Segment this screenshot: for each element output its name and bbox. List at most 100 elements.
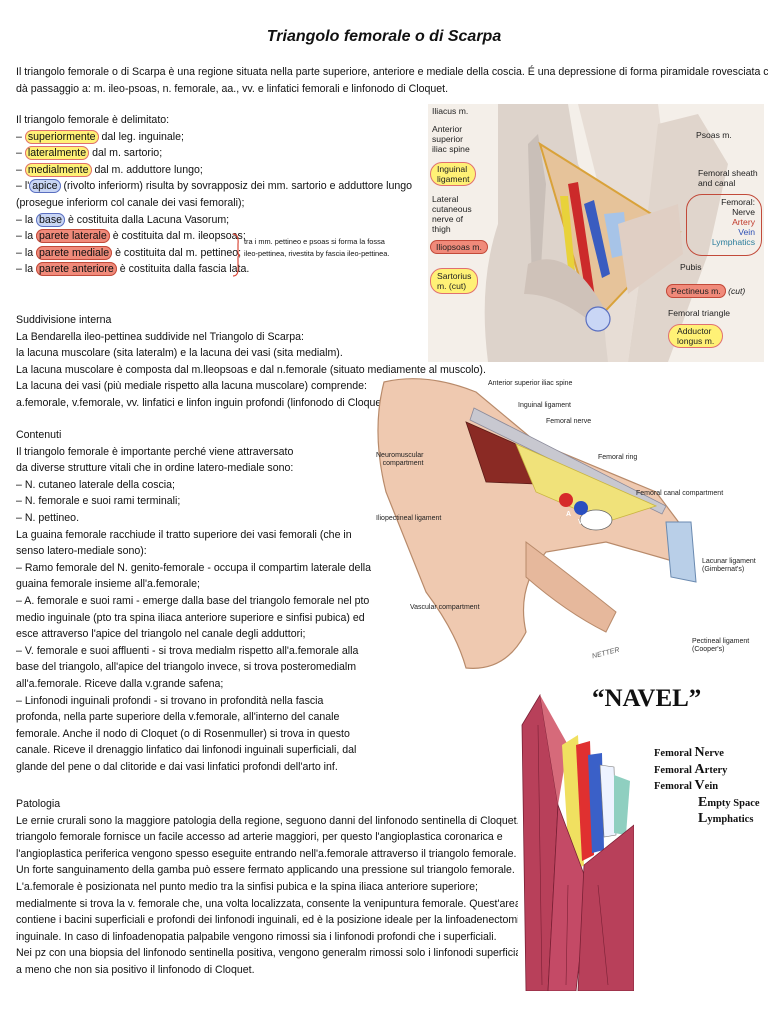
highlighted-term: superiormente	[24, 129, 99, 144]
text-line: La Bendarella ileo-pettinea suddivide ne…	[16, 330, 304, 343]
intro-paragraph: Il triangolo femorale o di Scarpa è una …	[16, 64, 768, 97]
section-heading: Il triangolo femorale è delimitato:	[16, 114, 170, 126]
intro-line: dà passaggio a: m. ileo-psoas, n. femora…	[16, 82, 449, 95]
vein-tag: V	[578, 519, 583, 526]
label-iliopsoas: Iliopsoas m.	[430, 240, 488, 254]
text-line: – Ramo femorale del N. genito-femorale -…	[16, 561, 372, 574]
highlighted-term: parete mediale	[36, 245, 113, 260]
text-line: canale. Riceve il drenaggio linfatico da…	[16, 744, 357, 757]
text-line: base del triangolo, all'apice del triang…	[16, 661, 357, 674]
text-line: contiene i bacini superficiali e profond…	[16, 914, 526, 927]
label-lacunar: Lacunar ligament (Gimbernat's)	[702, 558, 756, 573]
text-line: da diverse strutture vitali che in ordin…	[16, 462, 294, 475]
label-femoral-sheath: Femoral sheath and canal	[698, 168, 758, 188]
navel-item: Femoral Nerve	[654, 745, 724, 760]
text-line: a.femorale, v.femorale, vv. linfatici e …	[16, 396, 391, 409]
pelvis-illustration	[377, 378, 697, 669]
delimitato-line: (prosegue inferiorm col canale dei vasi …	[16, 196, 245, 209]
highlighted-term: parete laterale	[36, 229, 110, 244]
delimitato-line: – la parete laterale è costituita dal m.…	[16, 229, 246, 244]
label-asis: Anterior superior iliac spine	[432, 124, 470, 154]
text-line: profonda, nella parte superiore della v.…	[16, 711, 340, 724]
suddivisione-section: Suddivisione interna La Bendarella ileo-…	[16, 312, 486, 412]
text-line: senso latero-mediale sono):	[16, 545, 147, 558]
delimitato-line: – la parete mediale è costituita dal m. …	[16, 245, 242, 260]
label-sartorius: Sartorius m. (cut)	[430, 268, 479, 294]
highlighted-term: base	[36, 212, 66, 227]
intro-line: Il triangolo femorale o di Scarpa è una …	[16, 66, 768, 78]
label-pectineal-ligament: Pectineal ligament (Cooper's)	[692, 638, 750, 653]
delimitato-line: – l'apice (rivolto inferiorm) risulta by…	[16, 179, 413, 194]
margin-note: tra i mm. pettineo e psoas si forma la f…	[244, 236, 389, 260]
label-iliopectineal: Iliopectineal ligament	[376, 515, 442, 522]
contenuti-section: Contenuti Il triangolo femorale è import…	[16, 427, 371, 775]
text-line: La lacuna muscolare è composta dal m.lle…	[16, 363, 486, 376]
text-line: l'angioplastica periferica vengono spess…	[16, 847, 517, 860]
text-line: inguinale. In caso di linfoadenopatia pa…	[16, 930, 497, 943]
brace-icon	[232, 233, 241, 277]
text-line: – A. femorale e suoi rami - emerge dalla…	[16, 594, 370, 607]
navel-illustration	[518, 685, 634, 991]
label-iliacus: Iliacus m.	[432, 106, 469, 116]
text-line: Nei pz con una biopsia del linfonodo sen…	[16, 947, 529, 960]
section-heading: Patologia	[16, 798, 61, 810]
label-inguinal-2: Inguinal ligament	[518, 402, 571, 409]
text-line: femorale. Anche il nodo di Cloquet (o di…	[16, 727, 350, 740]
text-line: triangolo femorale fornisce un facile ac…	[16, 831, 503, 844]
contenuti-list: Il triangolo femorale è importante perch…	[16, 444, 371, 776]
text-line: medio inguinale (pto tra spina iliaca an…	[16, 611, 365, 624]
highlighted-term: apice	[29, 179, 61, 194]
label-pubis: Pubis	[680, 262, 702, 272]
delimitato-line: – la base è costituita dalla Lacuna Vaso…	[16, 212, 230, 227]
navel-item: Lymphatics	[698, 811, 754, 826]
delimitato-line: – lateralmente dal m. sartorio;	[16, 146, 163, 161]
patologia-list: Le ernie crurali sono la maggiore patolo…	[16, 813, 529, 979]
label-neuromuscular: Neuromuscular compartment	[376, 452, 424, 467]
delimitato-line: – medialmente dal m. adduttore lungo;	[16, 162, 203, 177]
text-line: Le ernie crurali sono la maggiore patolo…	[16, 814, 528, 827]
text-line: Un forte sanguinamento della gamba può e…	[16, 864, 515, 877]
label-vascular: Vascular compartment	[410, 604, 480, 611]
label-femoral-canal: Femoral canal compartment	[636, 490, 724, 497]
highlighted-term: parete anteriore	[36, 262, 117, 277]
label-femoral-triangle: Femoral triangle	[668, 308, 731, 318]
text-line: esce attraverso l'apice del triangolo ne…	[16, 628, 306, 641]
navel-item: Femoral Artery	[654, 761, 728, 777]
delimitato-list: – superiormente dal leg. inguinale; – lat…	[16, 129, 412, 278]
text-line: a meno che non sia positivo il linfonodo…	[16, 963, 255, 976]
text-line: – V. femorale e suoi affluenti - si trov…	[16, 644, 359, 657]
label-pectineus: Pectineus m. (cut)	[666, 284, 745, 298]
label-asis-2: Anterior superior iliac spine	[488, 380, 573, 387]
highlighted-term: medialmente	[24, 162, 92, 177]
label-psoas: Psoas m.	[696, 130, 732, 140]
label-inguinal-ligament: Inguinal ligament	[430, 162, 477, 186]
label-lateral-cutaneous: Lateral cutaneous nerve of thigh	[432, 194, 472, 234]
label-adductor-longus: Adductor longus m.	[668, 324, 724, 348]
artery-tag: A	[566, 511, 572, 518]
text-line: glande del pene o dal clitoride e dai va…	[16, 760, 338, 773]
label-femoral-ring: Femoral ring	[598, 454, 638, 461]
text-line: Il triangolo femorale è importante perch…	[16, 445, 294, 458]
highlighted-term: lateralmente	[24, 146, 90, 161]
delimitato-section: Il triangolo femorale è delimitato: – su…	[16, 112, 412, 278]
femoral-triangle-figure: Iliacus m. Anterior superior iliac spine…	[428, 104, 764, 362]
text-line: all'a.femorale. Riceve dalla v.grande sa…	[16, 677, 224, 690]
text-line: medialmente si trova la v. femorale che,…	[16, 897, 521, 910]
text-line: la lacuna muscolare (sita lateralm) e la…	[16, 347, 343, 360]
femoral-contents-box: Femoral: Nerve Artery Vein Lymphatics	[686, 194, 762, 256]
text-line: La guaina femorale racchiude il tratto s…	[16, 528, 352, 541]
delimitato-line: – la parete anteriore è costituita dalla…	[16, 262, 250, 277]
label-femoral-nerve: Femoral nerve	[546, 418, 592, 425]
note-line: tra i mm. pettineo e psoas si forma la f…	[244, 237, 385, 246]
text-line: guaina femorale insieme all'a.femorale;	[16, 578, 200, 591]
delimitato-line: – superiormente dal leg. inguinale;	[16, 129, 184, 144]
section-heading: Contenuti	[16, 429, 62, 441]
text-line: L'a.femorale è posizionata nel punto med…	[16, 880, 478, 893]
text-line: – N. cutaneo laterale della coscia;	[16, 478, 175, 491]
section-heading: Suddivisione interna	[16, 314, 112, 326]
note-line: ileo-pettinea, rivestita by fascia ileo-…	[244, 249, 390, 258]
navel-title: “NAVEL”	[592, 685, 702, 712]
navel-item: Femoral Vein	[654, 778, 719, 793]
